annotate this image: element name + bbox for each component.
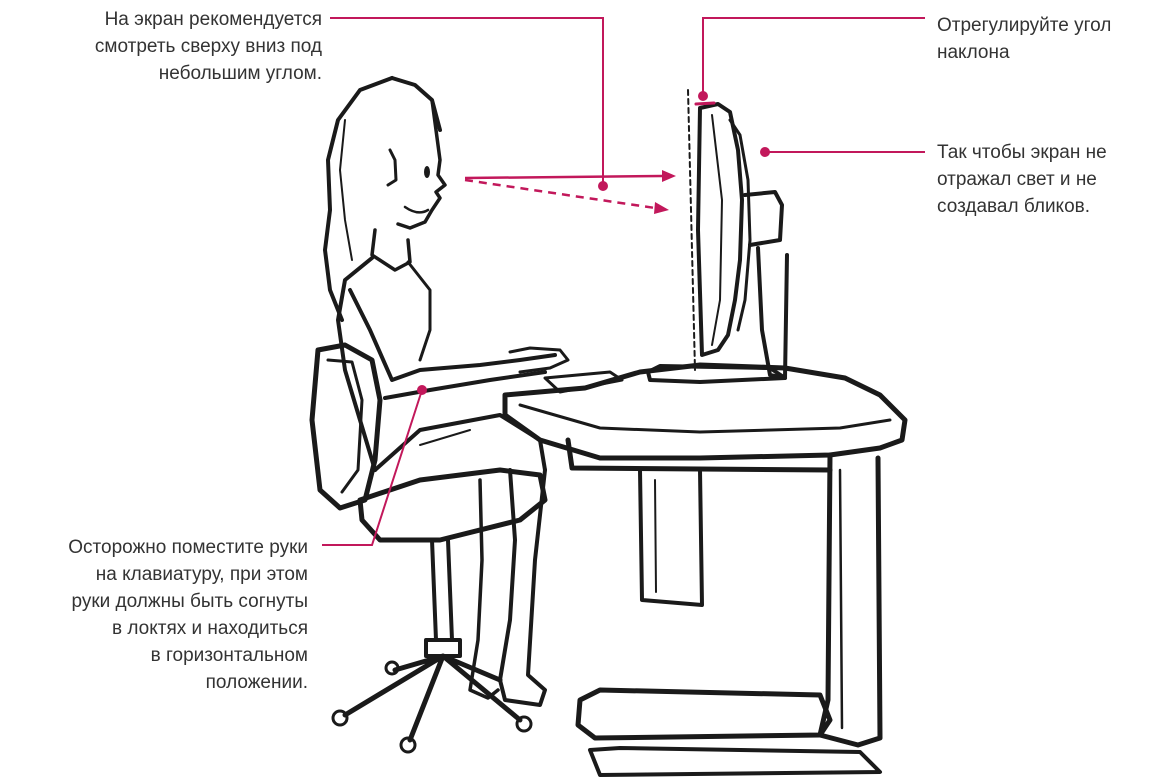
tilt-line-2: наклона	[937, 39, 1172, 66]
hands-line-5: в горизонтальном	[0, 642, 308, 669]
hands-line-6: положении.	[0, 669, 308, 696]
glare-line-2: отражал свет и не	[937, 166, 1172, 193]
chair-drawing	[312, 345, 545, 752]
hands-annotation: Осторожно поместите руки на клавиатуру, …	[0, 534, 308, 696]
view-angle-line-1: На экран рекомендуется	[10, 6, 322, 33]
hands-line-3: руки должны быть согнуты	[0, 588, 308, 615]
glare-line-1: Так чтобы экран не	[937, 139, 1172, 166]
view-angle-annotation: На экран рекомендуется смотреть сверху в…	[10, 6, 322, 87]
sight-lines	[465, 170, 676, 214]
hands-line-4: в локтях и находиться	[0, 615, 308, 642]
tilt-annotation: Отрегулируйте угол наклона	[937, 12, 1172, 66]
desk-drawing	[505, 365, 905, 775]
view-angle-line-2: смотреть сверху вниз под	[10, 33, 322, 60]
hands-line-1: Осторожно поместите руки	[0, 534, 308, 561]
glare-line-3: создавал бликов.	[937, 193, 1172, 220]
hands-line-2: на клавиатуру, при этом	[0, 561, 308, 588]
monitor-drawing	[648, 90, 787, 382]
glare-annotation: Так чтобы экран не отражал свет и не соз…	[937, 139, 1172, 220]
tilt-line-1: Отрегулируйте угол	[937, 12, 1172, 39]
view-angle-line-3: небольшим углом.	[10, 60, 322, 87]
